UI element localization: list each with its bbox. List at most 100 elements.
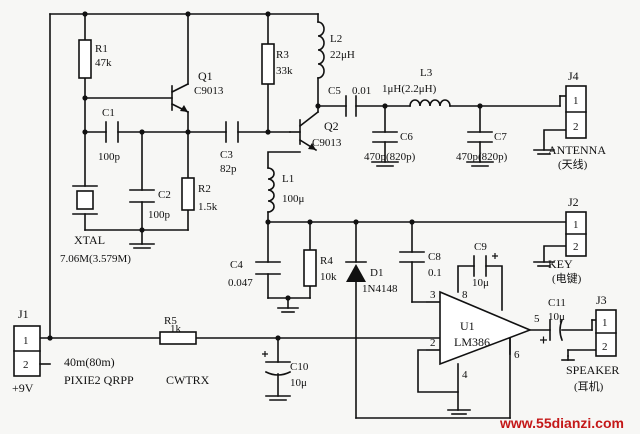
j1-ref: J1 — [18, 307, 29, 321]
c7-ref: C7 — [494, 131, 507, 143]
j3-connector — [595, 309, 617, 357]
c6-value: 470p(820p) — [364, 151, 416, 163]
u1-value: LM386 — [454, 335, 490, 349]
xtal-ref: XTAL — [74, 233, 105, 247]
c3-value: 82p — [220, 163, 237, 175]
c2-capacitor — [129, 189, 155, 203]
l3-value: 1μH(2.2μH) — [382, 83, 437, 95]
r5-value: 1k — [170, 323, 182, 335]
r1-ref: R1 — [95, 43, 108, 55]
title-block: 40m(80m) PIXIE2 QRPP CWTRX — [64, 355, 210, 387]
l2-value: 22μH — [330, 49, 355, 61]
l1-value: 100μ — [282, 193, 305, 205]
r4-value: 10k — [320, 271, 337, 283]
l2-inductor — [317, 21, 325, 79]
r2-resistor — [181, 177, 195, 211]
u1-ref: U1 — [460, 319, 475, 333]
connector-labels: J1 1 2 +9V J2 1 2 KEY (电键) J3 1 2 SPEAKE… — [12, 69, 619, 395]
q1-transistor — [170, 82, 190, 114]
j2-connector — [565, 211, 587, 257]
component-labels: R1 47k Q1 C9013 C1 100p C2 100p R2 1.5k … — [60, 33, 566, 389]
r3-value: 33k — [276, 65, 293, 77]
l3-inductor — [409, 99, 451, 107]
c8-capacitor — [399, 251, 425, 263]
title-name: PIXIE2 QRPP — [64, 373, 134, 387]
l1-inductor — [267, 167, 275, 213]
c5-capacitor — [345, 95, 357, 117]
r2-ref: R2 — [198, 183, 211, 195]
junctions — [47, 11, 483, 341]
l3-ref: L3 — [420, 67, 433, 79]
wires — [39, 13, 597, 419]
c4-ref: C4 — [230, 259, 243, 271]
j1-connector — [13, 325, 51, 377]
c5-value: 0.01 — [352, 85, 371, 97]
pin-8-label: 8 — [462, 289, 468, 301]
c8-value: 0.1 — [428, 267, 442, 279]
c7-capacitor — [467, 131, 493, 143]
c7-value: 470p(820p) — [456, 151, 508, 163]
c6-ref: C6 — [400, 131, 413, 143]
j1-pin2: 2 — [23, 359, 29, 371]
j2-pin1: 1 — [573, 219, 579, 231]
r1-resistor — [78, 39, 92, 79]
j3-pin1: 1 — [602, 317, 608, 329]
j3-pin2: 2 — [602, 341, 608, 353]
c3-ref: C3 — [220, 149, 233, 161]
r5-resistor — [159, 331, 197, 345]
c11-capacitor — [540, 318, 564, 344]
q2-ref: Q2 — [324, 119, 339, 133]
r4-resistor — [303, 249, 317, 287]
c2-value: 100p — [148, 209, 171, 221]
c4-capacitor — [255, 261, 281, 275]
q2-value: C9013 — [312, 137, 342, 149]
j4-label: ANTENNA — [548, 143, 606, 157]
r5-ref: R5 — [164, 315, 177, 327]
c8-ref: C8 — [428, 251, 441, 263]
c10-value: 10μ — [290, 377, 307, 389]
j3-label-cn: (耳机) — [574, 379, 604, 393]
c1-ref: C1 — [102, 107, 115, 119]
c3-capacitor — [225, 121, 239, 143]
c11-value: 10μ — [548, 311, 565, 323]
title-band: 40m(80m) — [64, 355, 115, 369]
c10-capacitor — [262, 351, 292, 376]
j3-ref: J3 — [596, 293, 607, 307]
pin-4-label: 4 — [462, 369, 468, 381]
q1-value: C9013 — [194, 85, 224, 97]
j1-label: +9V — [12, 381, 34, 395]
c10-ref: C10 — [290, 361, 309, 373]
c5-ref: C5 — [328, 85, 341, 97]
c2-ref: C2 — [158, 189, 171, 201]
q2-transistor — [289, 110, 320, 152]
c6-capacitor — [372, 131, 398, 143]
d1-ref: D1 — [370, 267, 383, 279]
d1-diode — [345, 261, 367, 282]
q1-ref: Q1 — [198, 69, 213, 83]
j4-pin2: 2 — [573, 121, 579, 133]
c11-ref: C11 — [548, 297, 566, 309]
j2-pin2: 2 — [573, 241, 579, 253]
r4-ref: R4 — [320, 255, 333, 267]
r2-value: 1.5k — [198, 201, 218, 213]
c9-ref: C9 — [474, 241, 487, 253]
pin-5-label: 5 — [534, 313, 540, 325]
c4-value: 0.047 — [228, 277, 253, 289]
pin-3-label: 3 — [430, 289, 436, 301]
c9-capacitor — [473, 253, 498, 277]
j2-label-cn: (电键) — [552, 271, 582, 285]
j4-ref: J4 — [568, 69, 579, 83]
title-mode: CWTRX — [166, 373, 210, 387]
xtal-crystal — [72, 185, 98, 215]
xtal-value: 7.06M(3.579M) — [60, 253, 131, 265]
pin-2-label: 2 — [430, 337, 436, 349]
j4-pin1: 1 — [573, 95, 579, 107]
u1-amplifier — [426, 290, 533, 366]
d1-value: 1N4148 — [362, 283, 398, 295]
l2-ref: L2 — [330, 33, 342, 45]
ground-symbols — [133, 153, 575, 415]
j4-connector — [565, 85, 587, 139]
j2-label: KEY — [548, 257, 573, 271]
